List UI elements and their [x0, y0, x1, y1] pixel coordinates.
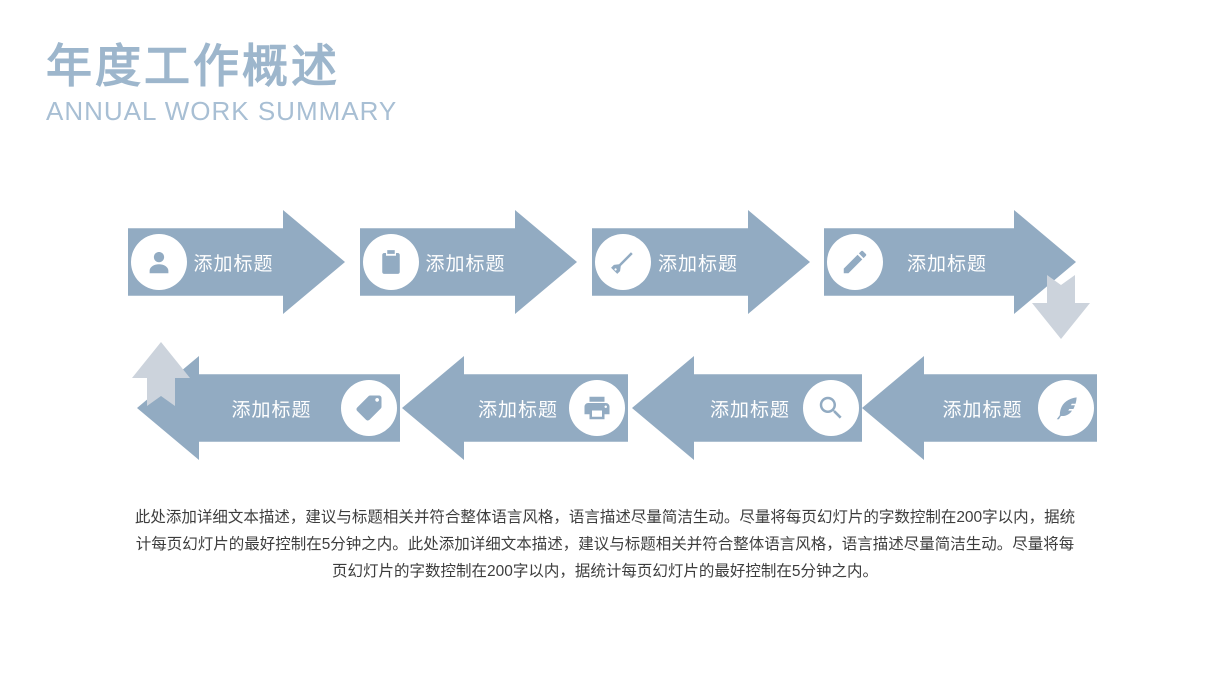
user-icon — [131, 234, 187, 290]
process-step: 添加标题 — [402, 356, 628, 460]
process-step: 添加标题 — [824, 210, 1076, 314]
step-label: 添加标题 — [942, 399, 1023, 421]
pencil-icon — [827, 234, 883, 290]
tag-icon — [341, 380, 397, 436]
step-label: 添加标题 — [906, 253, 987, 275]
process-step: 添加标题 — [592, 210, 810, 314]
connector-down-arrow — [1032, 275, 1090, 344]
process-step: 添加标题 — [137, 356, 400, 460]
printer-icon — [569, 380, 625, 436]
connector-up-arrow — [132, 342, 190, 411]
process-step: 添加标题 — [128, 210, 345, 314]
step-label: 添加标题 — [425, 253, 506, 275]
clipboard-icon — [363, 234, 419, 290]
page-subtitle: ANNUAL WORK SUMMARY — [46, 96, 398, 126]
process-step: 添加标题 — [862, 356, 1097, 460]
step-label: 添加标题 — [657, 253, 738, 275]
process-step: 添加标题 — [632, 356, 862, 460]
process-step: 添加标题 — [360, 210, 577, 314]
flashlight-icon — [595, 234, 651, 290]
search-icon — [803, 380, 859, 436]
step-label: 添加标题 — [709, 399, 790, 421]
description-paragraph: 此处添加详细文本描述，建议与标题相关并符合整体语言风格，语言描述尽量简洁生动。尽… — [134, 509, 1076, 580]
page-title: 年度工作概述 — [46, 40, 340, 92]
step-label: 添加标题 — [477, 399, 558, 421]
step-label: 添加标题 — [231, 399, 312, 421]
step-label: 添加标题 — [193, 253, 274, 275]
feather-icon — [1038, 380, 1094, 436]
